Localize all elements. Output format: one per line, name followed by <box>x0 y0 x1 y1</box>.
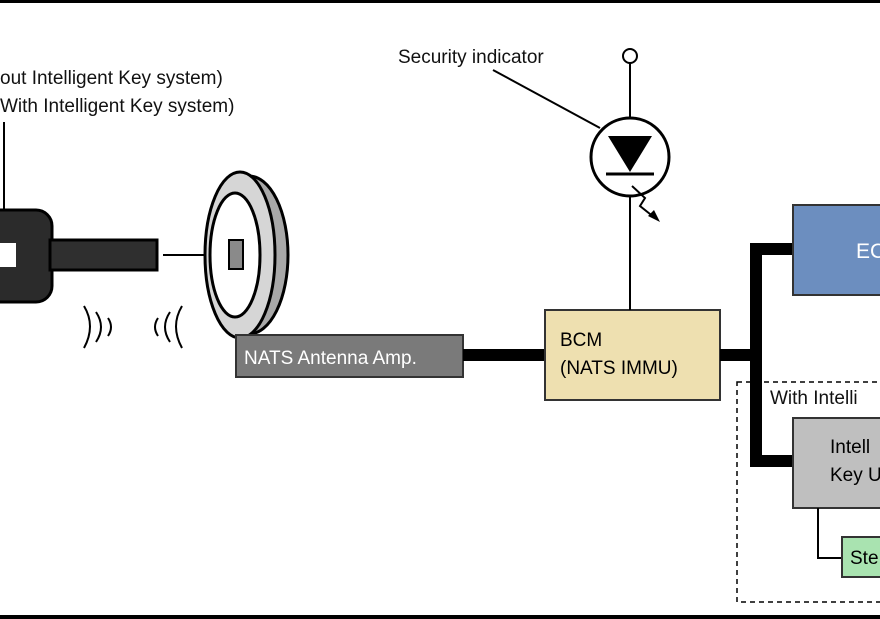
top-border <box>0 0 880 3</box>
key-caption-line1: out Intelligent Key system) <box>0 68 223 89</box>
bus-wire <box>720 243 793 467</box>
indicator-terminal <box>622 48 638 64</box>
signal-wave-icon <box>83 305 183 349</box>
ik-unit-label-line2: Key U <box>830 465 880 486</box>
led-indicator-icon <box>589 116 671 222</box>
antenna-coil-icon <box>203 170 290 340</box>
security-leader-line <box>492 69 601 129</box>
steering-label: Ste <box>850 548 879 569</box>
wire-nats-bcm <box>463 349 545 361</box>
steering-box <box>841 536 880 578</box>
key-caption-line2: With Intelligent Key system) <box>0 96 234 117</box>
ik-unit-label-line1: Intell <box>830 437 870 458</box>
bcm-label-line2: (NATS IMMU) <box>560 358 678 379</box>
ik-unit-box <box>792 417 880 509</box>
bottom-border <box>0 615 880 619</box>
bcm-label-line1: BCM <box>560 330 602 351</box>
intelligent-key-region-label: With Intelli <box>770 388 858 409</box>
security-indicator-label: Security indicator <box>398 47 544 68</box>
ecm-label: EC <box>856 240 880 263</box>
key-icon <box>0 208 159 304</box>
nats-antenna-amp-label: NATS Antenna Amp. <box>244 348 417 369</box>
ik-steering-wire <box>817 508 842 559</box>
bcm-box <box>544 309 721 401</box>
ecm-box <box>792 204 880 296</box>
intelligent-key-region <box>736 381 880 603</box>
